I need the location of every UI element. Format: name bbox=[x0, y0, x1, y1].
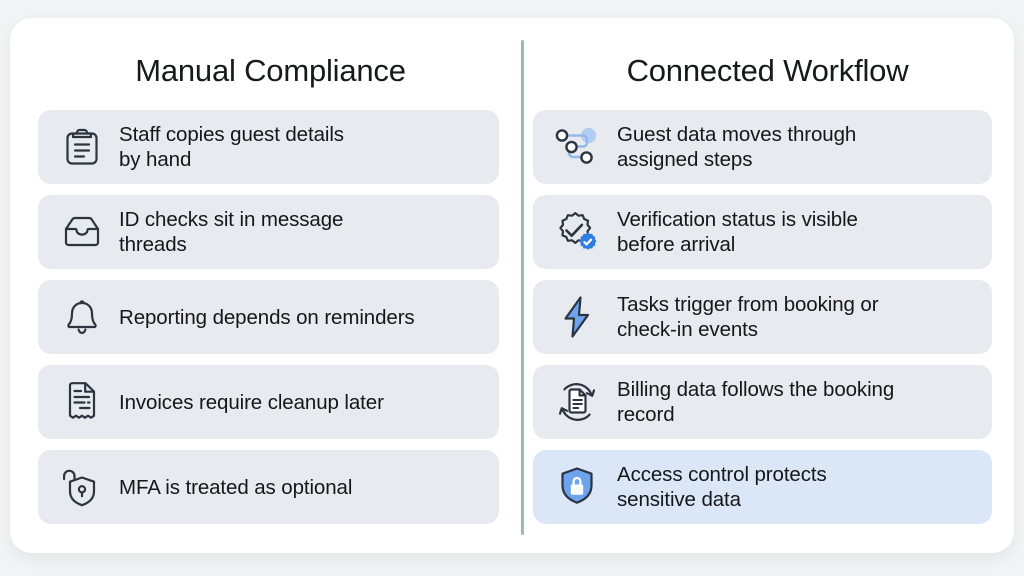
list-item-label: Guest data moves through assigned steps bbox=[617, 123, 857, 172]
list-item-label: Reporting depends on reminders bbox=[119, 305, 415, 329]
list-item[interactable]: Invoices require cleanup later bbox=[38, 365, 499, 440]
column-divider bbox=[521, 40, 524, 535]
list-item-label: ID checks sit in message threads bbox=[119, 208, 344, 257]
shield-unlock-icon bbox=[55, 460, 109, 514]
shield-lock-icon bbox=[550, 460, 604, 514]
list-item[interactable]: Reporting depends on reminders bbox=[38, 280, 499, 355]
lightning-bolt-icon bbox=[550, 290, 604, 344]
row-list-manual-compliance: Staff copies guest details by hand ID ch… bbox=[38, 110, 499, 525]
list-item-label: Tasks trigger from booking or check-in e… bbox=[617, 293, 879, 342]
column-connected-workflow: Connected Workflow Guest bbox=[511, 18, 1012, 553]
list-item[interactable]: Access control protects sensitive data bbox=[533, 450, 992, 525]
list-item[interactable]: Guest data moves through assigned steps bbox=[533, 110, 992, 185]
list-item-label: Verification status is visible before ar… bbox=[617, 208, 858, 257]
row-list-connected-workflow: Guest data moves through assigned steps … bbox=[533, 110, 992, 525]
list-item-label: Billing data follows the booking record bbox=[617, 378, 895, 427]
list-item[interactable]: ID checks sit in message threads bbox=[38, 195, 499, 270]
column-manual-compliance: Manual Compliance Staff c bbox=[10, 18, 511, 553]
list-item[interactable]: Verification status is visible before ar… bbox=[533, 195, 992, 270]
list-item[interactable]: Tasks trigger from booking or check-in e… bbox=[533, 280, 992, 355]
comparison-card: Manual Compliance Staff c bbox=[10, 18, 1014, 553]
verified-badge-icon bbox=[550, 205, 604, 259]
column-title-connected-workflow: Connected Workflow bbox=[626, 53, 909, 88]
receipt-icon bbox=[55, 375, 109, 429]
list-item[interactable]: MFA is treated as optional bbox=[38, 450, 499, 525]
inbox-tray-icon bbox=[55, 205, 109, 259]
list-item-label: Invoices require cleanup later bbox=[119, 390, 384, 414]
column-title-manual-compliance: Manual Compliance bbox=[135, 53, 406, 88]
workflow-nodes-icon bbox=[550, 120, 604, 174]
clipboard-icon bbox=[55, 120, 109, 174]
list-item-label: Access control protects sensitive data bbox=[617, 463, 827, 512]
comparison-columns: Manual Compliance Staff c bbox=[10, 18, 1014, 553]
bell-icon bbox=[55, 290, 109, 344]
list-item[interactable]: Staff copies guest details by hand bbox=[38, 110, 499, 185]
document-sync-icon bbox=[550, 375, 604, 429]
list-item-label: Staff copies guest details by hand bbox=[119, 123, 344, 172]
list-item-label: MFA is treated as optional bbox=[119, 475, 353, 499]
list-item[interactable]: Billing data follows the booking record bbox=[533, 365, 992, 440]
